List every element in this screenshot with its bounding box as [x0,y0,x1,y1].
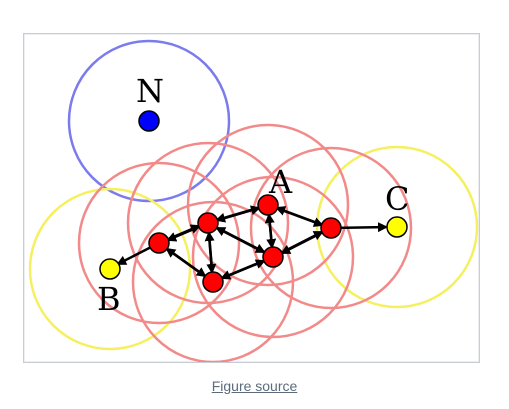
core-point [202,271,224,293]
border-b-neighborhood-circle [28,187,192,351]
label-a: A [268,163,293,201]
core-neighborhood-circle [186,123,350,287]
core-point-a [257,194,279,216]
core-neighborhood-circle [191,175,355,339]
noise-point [138,110,160,132]
figure-frame: N A B C [23,33,480,363]
dbscan-diagram: N A B C [28,39,479,362]
core-point [320,217,342,239]
core-point [197,212,219,234]
core-point [262,246,284,268]
border-point-c [386,216,408,238]
border-point-b [99,258,121,280]
core-neighborhood-circle [249,146,413,310]
neighborhood-circles [28,39,479,362]
label-c: C [385,180,409,218]
core-point [148,232,170,254]
figure-source-link[interactable]: Figure source [211,378,298,394]
point-labels: N A B C [97,72,409,318]
label-b: B [97,280,121,318]
data-points [99,110,408,293]
label-n: N [136,72,164,110]
core-neighborhood-circle [77,161,241,325]
noise-neighborhood-circle [67,39,231,203]
border-c-neighborhood-circle [315,145,479,309]
